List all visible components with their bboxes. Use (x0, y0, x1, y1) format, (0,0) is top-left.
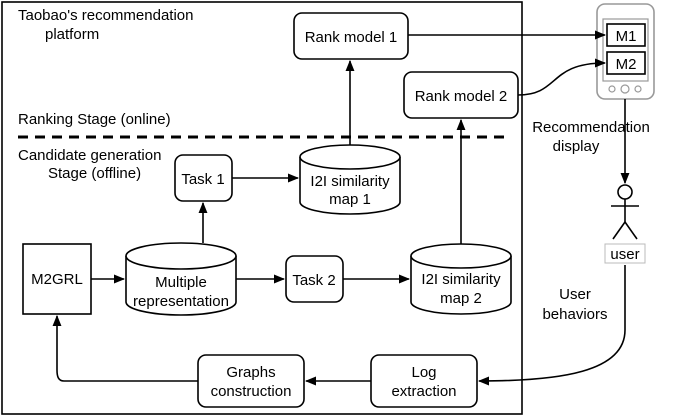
user-behaviors-line1: User (559, 286, 591, 303)
platform-title-line1: Taobao's recommendation (18, 7, 193, 24)
platform-title-line2: platform (45, 26, 99, 43)
rank-model-1-label: Rank model 1 (305, 29, 398, 46)
phone-slot-m1-label: M1 (616, 28, 637, 45)
platform-frame (1, 1, 523, 415)
recommendation-display-line2: display (553, 138, 600, 155)
rank-model-2-label: Rank model 2 (415, 88, 508, 105)
edge-graphs-to-m2grl (52, 314, 198, 382)
recommendation-display-line1: Recommendation (532, 119, 650, 136)
multiple-representation-line1: Multiple (155, 274, 207, 291)
edge-user-to-log (477, 265, 626, 386)
edges (52, 30, 630, 386)
user-label-box (604, 243, 646, 264)
rank-model-1-node (293, 12, 409, 60)
user-figure (611, 184, 639, 240)
i2i-map-1-line2: map 1 (329, 191, 371, 208)
graphs-construction-line1: Graphs (226, 364, 275, 381)
m2grl-label: M2GRL (31, 271, 83, 288)
i2i-map-2-cylinder (410, 243, 512, 315)
user-behaviors-line2: behaviors (542, 306, 607, 323)
i2i-map-1-cylinder (299, 144, 401, 215)
m2grl-node (22, 243, 92, 315)
log-extraction-line2: extraction (391, 383, 456, 400)
i2i-map-1-line1: I2I similarity (310, 173, 390, 190)
phone-slot-m2 (606, 51, 646, 75)
edge-rank2-to-m2 (517, 58, 607, 96)
i2i-map-2-line1: I2I similarity (421, 271, 501, 288)
phone-slot-m1 (606, 23, 646, 47)
task-2-label: Task 2 (292, 272, 335, 289)
i2i-map-2-line2: map 2 (440, 290, 482, 307)
log-extraction-line1: Log (411, 364, 436, 381)
candidate-stage-line1: Candidate generation (18, 147, 161, 164)
user-label: user (610, 246, 639, 263)
multiple-representation-line2: representation (133, 293, 229, 310)
graphs-construction-line2: construction (211, 383, 292, 400)
candidate-stage-line2: Stage (offline) (48, 165, 141, 182)
task-1-label: Task 1 (181, 171, 224, 188)
phone-slot-m2-label: M2 (616, 56, 637, 73)
ranking-stage-label: Ranking Stage (online) (18, 111, 171, 128)
multiple-representation-cylinder (125, 242, 237, 316)
